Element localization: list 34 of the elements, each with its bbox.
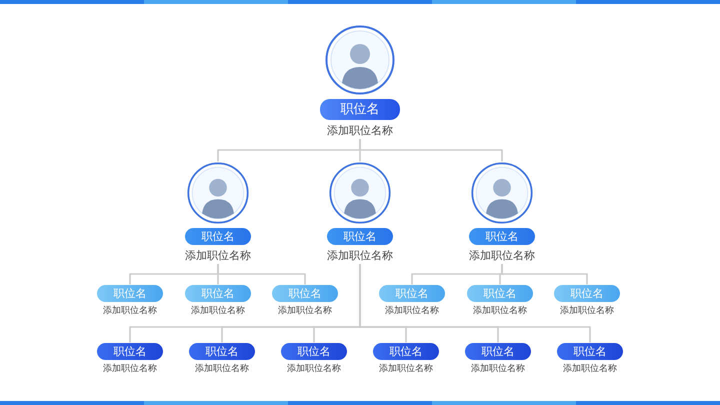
title-badge: 职位名 [185,285,251,302]
title-badge: 职位名 [467,285,533,302]
title-badge: 职位名 [557,343,623,360]
position-description: 添加职位名称 [327,124,393,138]
position-description: 添加职位名称 [563,363,617,375]
title-badge: 职位名 [327,228,393,245]
position-description: 添加职位名称 [385,305,439,317]
title-badge: 职位名 [465,343,531,360]
position-description: 添加职位名称 [278,305,332,317]
title-badge: 职位名 [189,343,255,360]
position-description: 添加职位名称 [195,363,249,375]
title-badge: 职位名 [185,228,251,245]
position-description: 添加职位名称 [560,305,614,317]
title-badge: 职位名 [97,285,163,302]
position-description: 添加职位名称 [327,249,393,263]
position-description: 添加职位名称 [469,249,535,263]
position-description: 添加职位名称 [103,305,157,317]
title-badge: 职位名 [373,343,439,360]
position-description: 添加职位名称 [103,363,157,375]
position-description: 添加职位名称 [471,363,525,375]
position-description: 添加职位名称 [473,305,527,317]
position-description: 添加职位名称 [185,249,251,263]
position-description: 添加职位名称 [287,363,341,375]
title-badge: 职位名 [554,285,620,302]
title-badge: 职位名 [379,285,445,302]
title-badge: 职位名 [97,343,163,360]
title-badge: 职位名 [320,99,400,120]
connector-line [359,264,591,342]
position-description: 添加职位名称 [379,363,433,375]
connector-line [359,139,503,162]
title-badge: 职位名 [281,343,347,360]
title-badge: 职位名 [469,228,535,245]
position-description: 添加职位名称 [191,305,245,317]
title-badge: 职位名 [272,285,338,302]
